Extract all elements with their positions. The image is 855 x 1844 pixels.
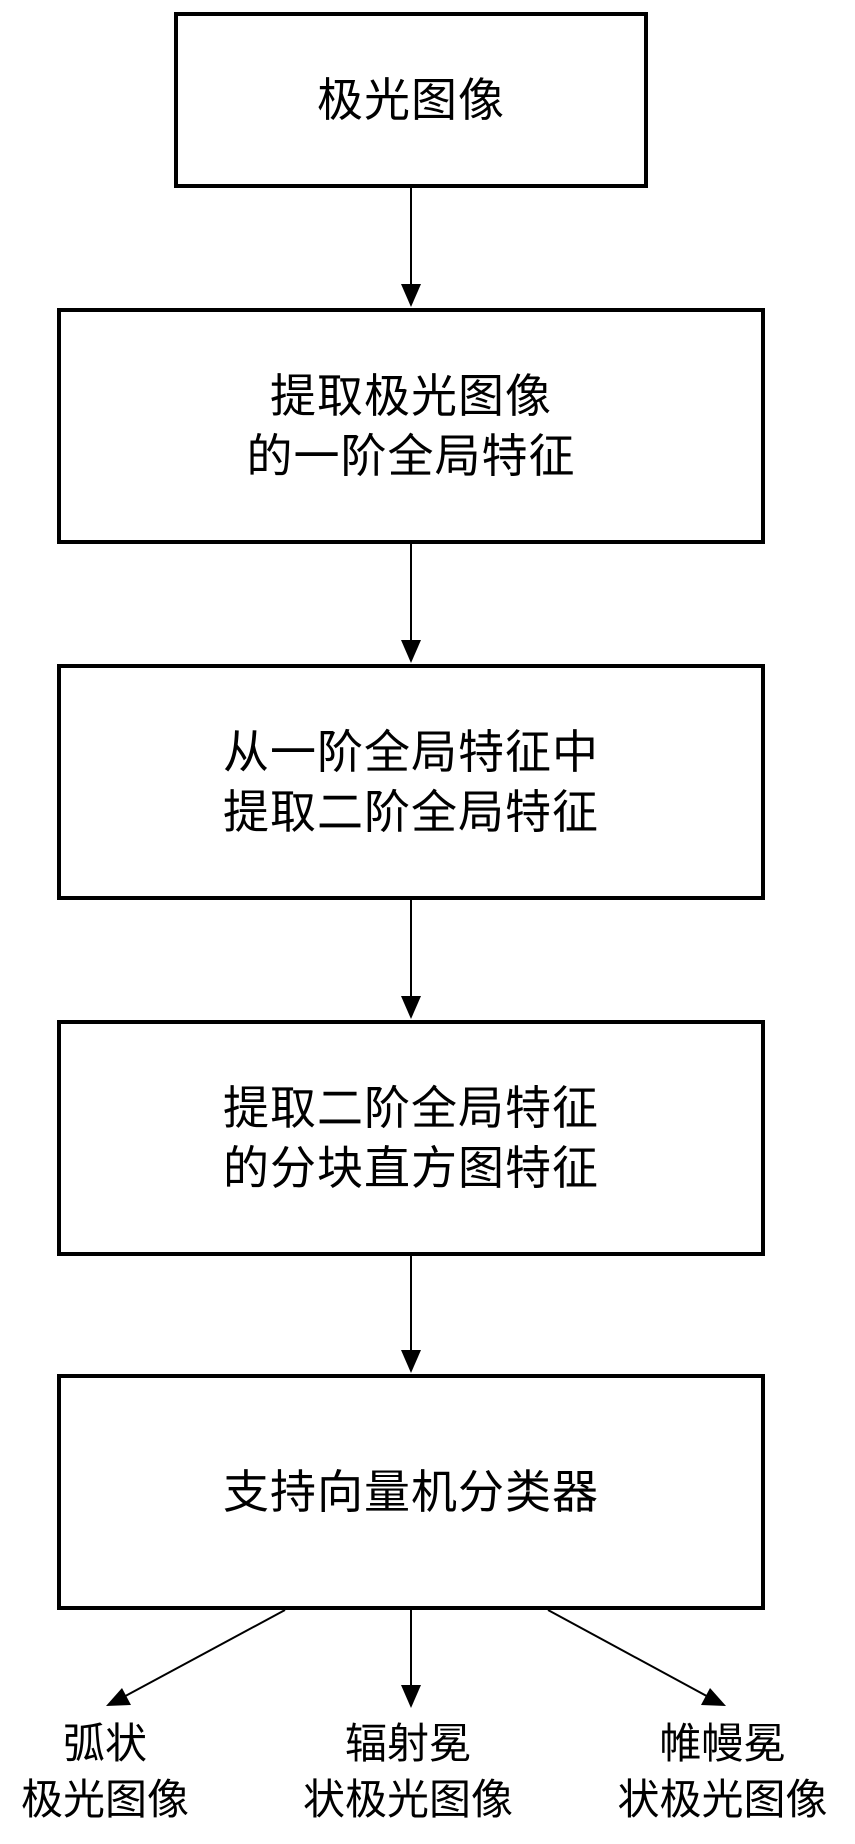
step-extract-block-histogram-feature-line1: 提取二阶全局特征 (223, 1081, 599, 1135)
arrowhead-step5 (401, 1350, 421, 1373)
output-drapery-corona-aurora-line1: 帷幔冕 (659, 1719, 786, 1768)
output-radial-corona-aurora-line1: 辐射冕 (344, 1719, 471, 1768)
step-extract-first-order-feature-line2: 的一阶全局特征 (246, 429, 576, 483)
output-arc-aurora: 弧状 极光图像 (0, 1716, 210, 1828)
arrow-to-output3 (547, 1609, 715, 1701)
arrowhead-output2 (401, 1685, 421, 1708)
step-aurora-image-line1: 极光图像 (317, 73, 505, 127)
step-extract-first-order-feature: 提取极光图像 的一阶全局特征 (57, 308, 765, 544)
step-extract-second-order-feature-line1: 从一阶全局特征中 (223, 725, 599, 779)
arrowhead-step2 (401, 284, 421, 307)
output-radial-corona-aurora: 辐射冕 状极光图像 (278, 1716, 538, 1828)
step-extract-block-histogram-feature-line2: 的分块直方图特征 (223, 1141, 599, 1195)
arrowhead-step3 (401, 640, 421, 663)
step-svm-classifier-line1: 支持向量机分类器 (223, 1465, 599, 1519)
output-arc-aurora-line1: 弧状 (62, 1719, 147, 1768)
arrowhead-output3 (701, 1688, 726, 1706)
arrowhead-output1 (106, 1688, 131, 1706)
step-extract-block-histogram-feature: 提取二阶全局特征 的分块直方图特征 (57, 1020, 765, 1256)
output-drapery-corona-aurora: 帷幔冕 状极光图像 (590, 1716, 855, 1828)
output-radial-corona-aurora-line2: 状极光图像 (302, 1775, 513, 1824)
step-svm-classifier: 支持向量机分类器 (57, 1374, 765, 1610)
output-drapery-corona-aurora-line2: 状极光图像 (617, 1775, 828, 1824)
step-extract-first-order-feature-line1: 提取极光图像 (270, 369, 552, 423)
arrowhead-step4 (401, 996, 421, 1019)
step-aurora-image: 极光图像 (174, 12, 648, 188)
step-extract-second-order-feature-line2: 提取二阶全局特征 (223, 785, 599, 839)
arrow-to-output1 (117, 1609, 286, 1701)
output-arc-aurora-line2: 极光图像 (20, 1775, 189, 1824)
step-extract-second-order-feature: 从一阶全局特征中 提取二阶全局特征 (57, 664, 765, 900)
